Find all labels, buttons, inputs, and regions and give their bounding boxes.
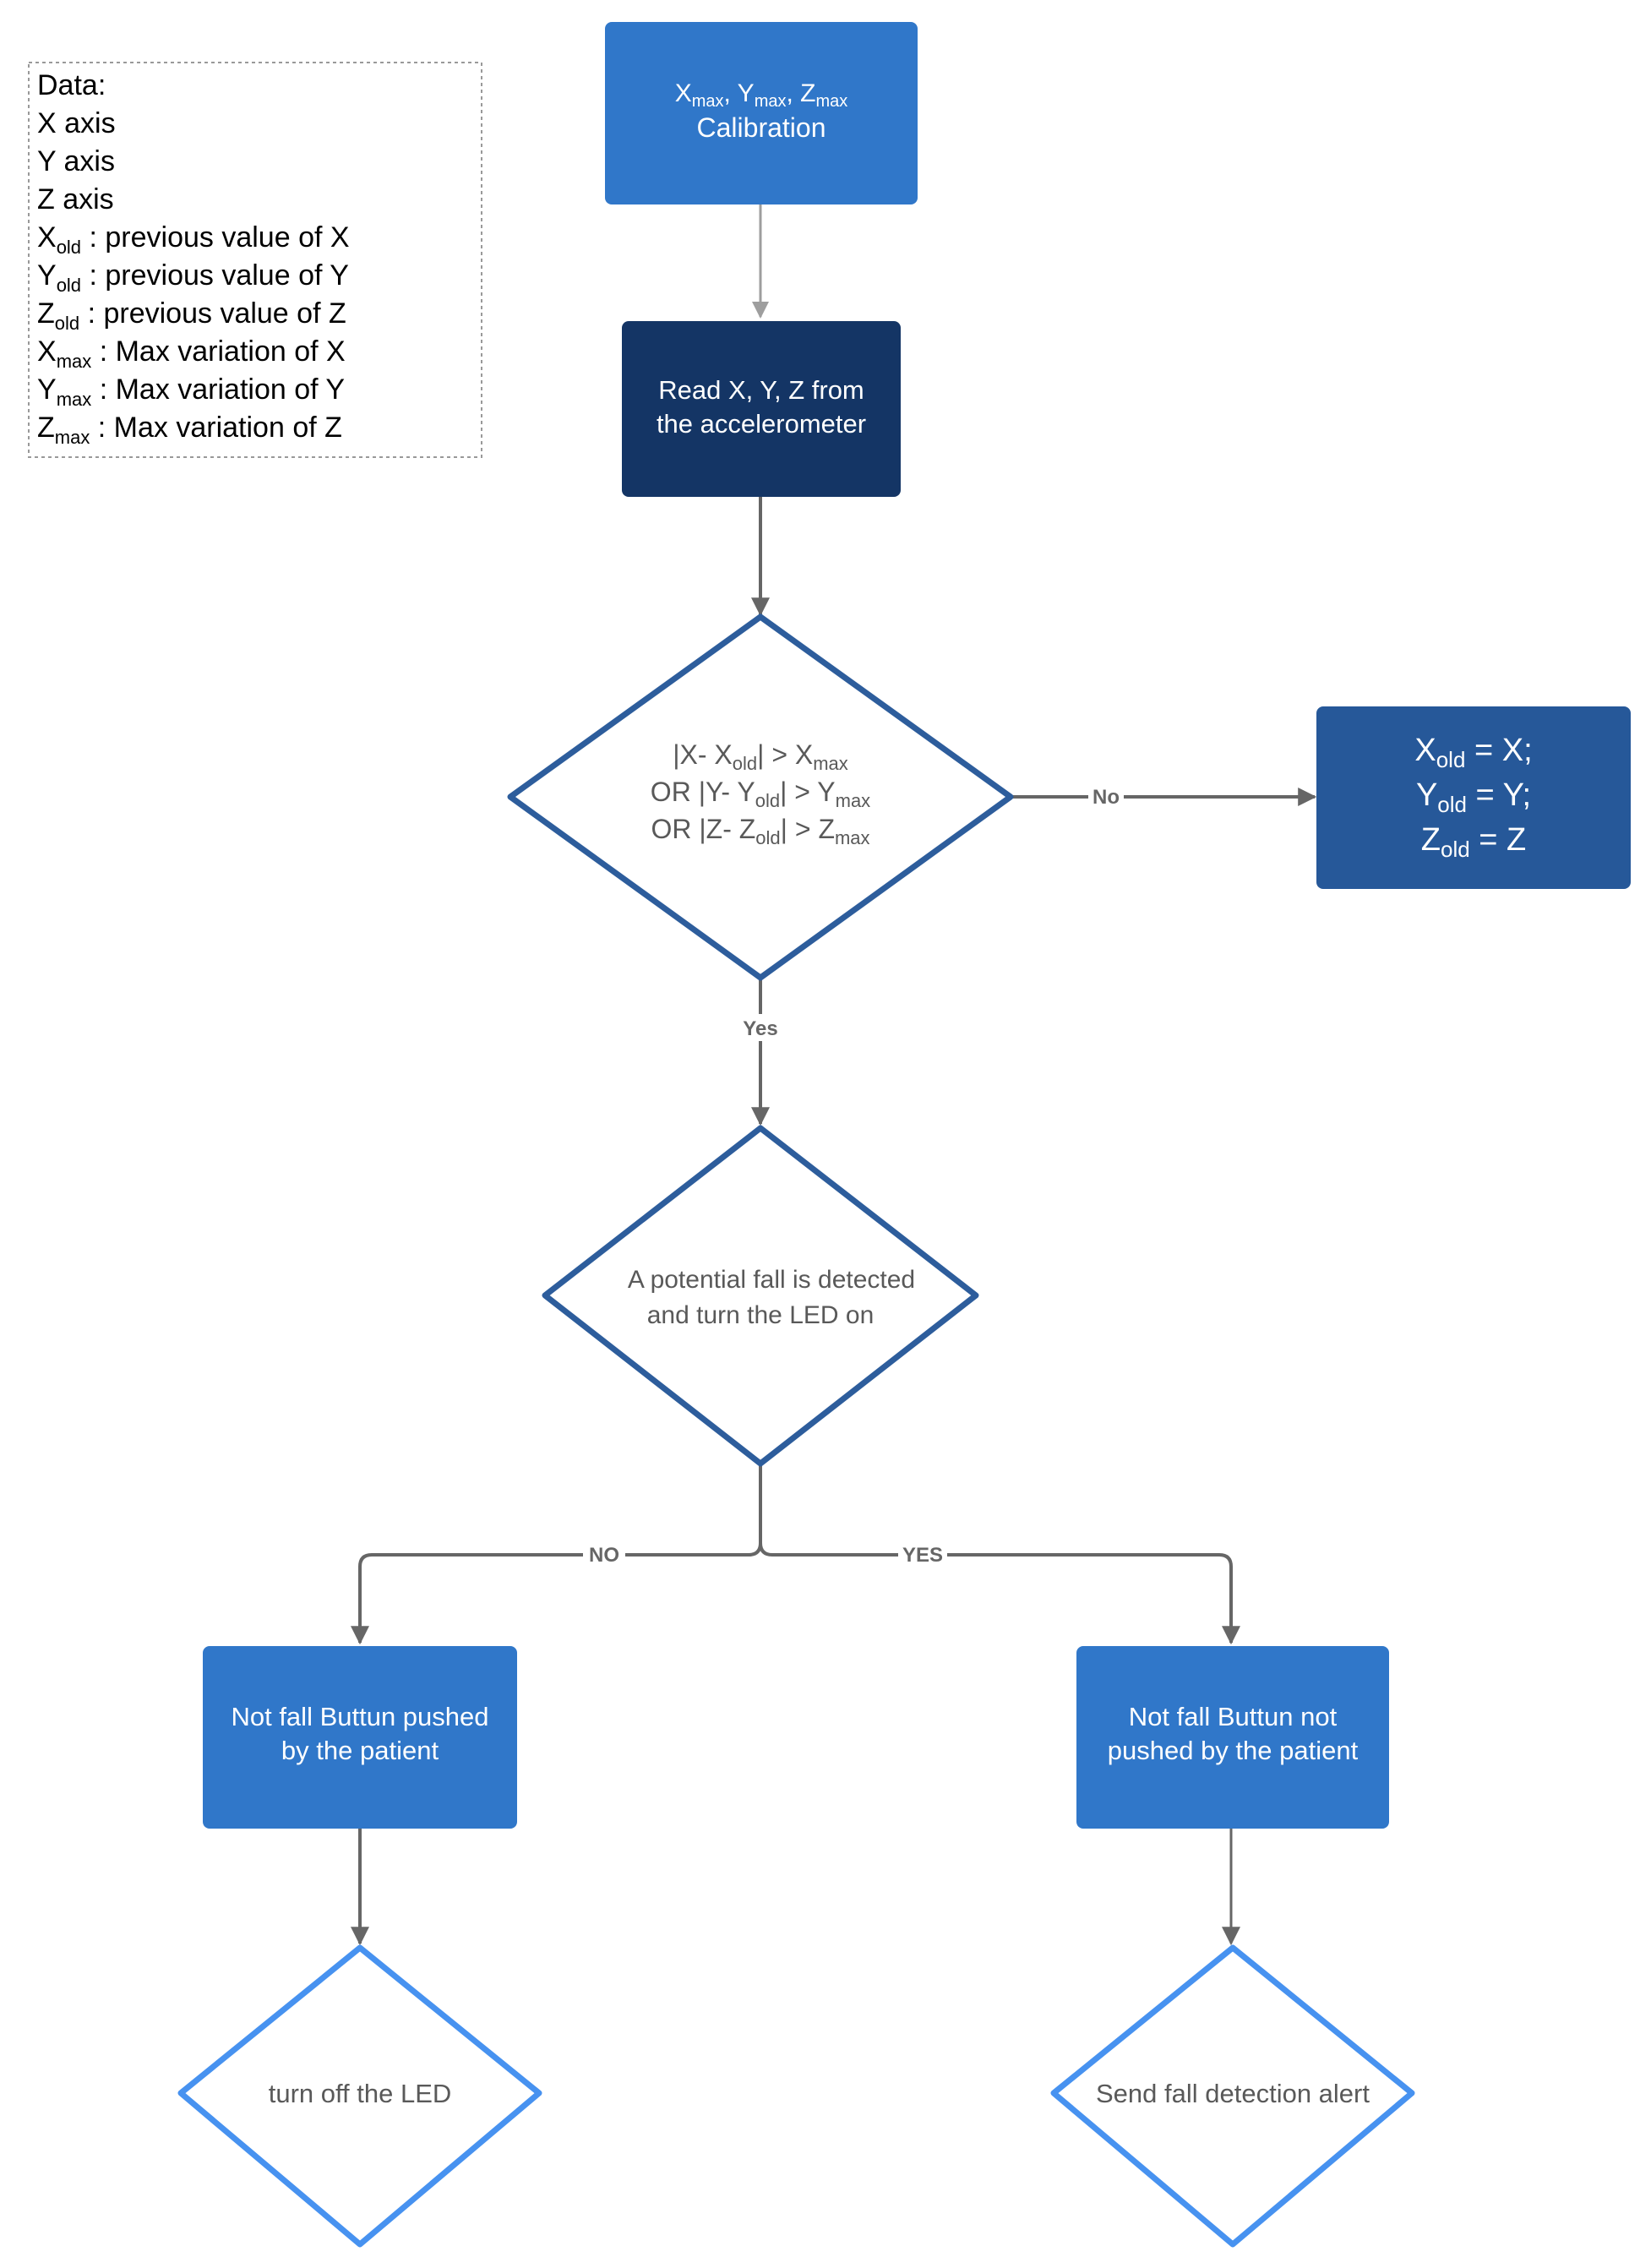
calibration-box <box>605 22 918 204</box>
read-line1: Read X, Y, Z from <box>658 375 864 405</box>
arrow-fall-no <box>351 1464 762 1645</box>
condition-line2: OR |Y- Yold| > Ymax <box>651 777 870 811</box>
led-off-label: turn off the LED <box>269 2079 452 2108</box>
node-alert: Send fall detection alert <box>1050 1944 1415 2248</box>
legend-item: Xmax : Max variation of X <box>37 335 346 372</box>
legend-item: Yold : previous value of Y <box>37 259 349 296</box>
not-pushed-line2: pushed by the patient <box>1108 1736 1359 1765</box>
pushed-line2: by the patient <box>281 1736 439 1765</box>
legend-item: Xold : previous value of X <box>37 221 350 258</box>
node-not-pushed: Not fall Buttun not pushed by the patien… <box>1076 1646 1389 1829</box>
edge-label-bg <box>737 1014 784 1041</box>
node-condition: |X- Xold| > Xmax OR |Y- Yold| > Ymax OR … <box>507 613 1014 981</box>
legend: Data: X axis Y axis Z axis Xold : previo… <box>28 62 482 458</box>
read-line2: the accelerometer <box>657 409 866 439</box>
arrow-fall-yes <box>759 1542 1240 1645</box>
fall-detected-line2: and turn the LED on <box>647 1301 875 1329</box>
edge-label-YES: YES <box>902 1544 943 1567</box>
edge-label-yes: Yes <box>743 1017 777 1040</box>
update-box <box>1316 706 1631 889</box>
pushed-line1: Not fall Buttun pushed <box>231 1702 488 1731</box>
condition-line3: OR |Z- Zold| > Zmax <box>651 814 869 848</box>
legend-item: Z axis <box>37 183 114 215</box>
edge-label-no: No <box>1092 786 1120 809</box>
legend-item: Ymax : Max variation of Y <box>37 373 345 410</box>
legend-title: Data: <box>37 69 106 101</box>
edge-label-bg <box>1088 784 1124 810</box>
edge-label-NO: NO <box>589 1544 619 1567</box>
legend-item: X axis <box>37 107 116 139</box>
led-off-diamond <box>177 1944 542 2248</box>
connectors <box>351 204 1317 1946</box>
node-calibration: Xmax, Ymax, Zmax Calibration <box>605 22 918 204</box>
not-pushed-box <box>1076 1646 1389 1829</box>
calibration-variables: Xmax, Ymax, Zmax <box>675 79 848 111</box>
node-read: Read X, Y, Z from the accelerometer <box>622 321 901 497</box>
node-update: Xold = X; Yold = Y; Zold = Z <box>1316 706 1631 889</box>
fall-detected-diamond <box>542 1125 979 1467</box>
edge-label-bg <box>898 1541 947 1568</box>
read-box <box>622 321 901 497</box>
legend-item: Zmax : Max variation of Z <box>37 412 342 448</box>
alert-diamond <box>1050 1944 1415 2248</box>
update-line1: Xold = X; <box>1414 733 1532 772</box>
edge-labels: No Yes NO YES <box>583 784 1124 1568</box>
condition-line1: |X- Xold| > Xmax <box>673 739 848 774</box>
node-fall-detected: A potential fall is detected and turn th… <box>542 1125 979 1467</box>
alert-label: Send fall detection alert <box>1096 2079 1370 2108</box>
update-line3: Zold = Z <box>1421 822 1526 862</box>
calibration-label: Calibration <box>697 112 826 143</box>
legend-item: Y axis <box>37 145 115 177</box>
node-pushed: Not fall Buttun pushed by the patient <box>203 1646 517 1829</box>
pushed-box <box>203 1646 517 1829</box>
update-line2: Yold = Y; <box>1416 777 1531 817</box>
not-pushed-line1: Not fall Buttun not <box>1129 1702 1338 1731</box>
edge-label-bg <box>583 1541 625 1568</box>
condition-diamond <box>507 613 1014 981</box>
legend-border <box>28 62 482 458</box>
node-led-off: turn off the LED <box>177 1944 542 2248</box>
legend-item: Zold : previous value of Z <box>37 297 346 334</box>
fall-detected-line1: A potential fall is detected <box>628 1266 915 1294</box>
